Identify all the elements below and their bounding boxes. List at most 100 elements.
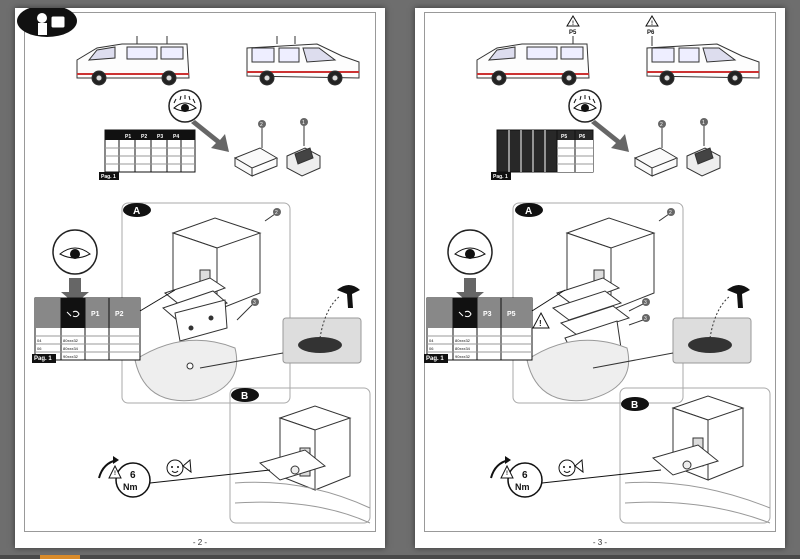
warning-marker-p5: !: [566, 15, 580, 27]
mount-bracket-assembly: [551, 217, 656, 359]
zoom-row-2-code: 06: [429, 346, 434, 351]
svg-text:!: !: [114, 471, 116, 477]
mount-bracket-assembly: [162, 217, 262, 342]
van-rear-view: [246, 36, 360, 86]
viewer-accent: [40, 555, 80, 559]
svg-text:!: !: [506, 471, 508, 477]
installer-badge-icon: [17, 8, 77, 37]
manual-page-3: ! P5 ! P6: [415, 8, 785, 548]
clamp-part-1: [686, 126, 721, 177]
svg-text:2: 2: [275, 210, 278, 216]
detail-a-label: A: [133, 206, 140, 217]
table-header-4: P4: [173, 134, 179, 140]
callout-2-marker-a: [273, 208, 281, 216]
torque-unit: Nm: [515, 482, 530, 492]
table-header-1: P1: [125, 134, 131, 140]
svg-text:2: 2: [669, 210, 672, 216]
page-number: - 3 -: [592, 538, 608, 547]
tightened-bracket: [258, 405, 352, 491]
callout-2-marker: [258, 120, 266, 128]
detail-a-label: A: [525, 206, 532, 217]
eye-icon: [168, 89, 202, 123]
table-footer: Pag. 1: [101, 174, 116, 180]
table-header-2: P2: [141, 134, 147, 140]
svg-text:3: 3: [644, 300, 647, 306]
table-header-1: P5: [561, 134, 567, 140]
viewer-bottom-strip: [0, 555, 800, 559]
detail-b-badge: [621, 397, 649, 411]
zoom-row-1-ref: 80xxx32: [63, 338, 79, 343]
zoom-header-2: P2: [115, 311, 124, 318]
torque-value: 6: [130, 470, 136, 481]
plug-cap-icon: [727, 285, 750, 308]
roof-hole-detail: [672, 285, 752, 364]
callout-2-marker: [658, 120, 666, 128]
zoom-header-1: P3: [483, 311, 492, 318]
page-frame: [424, 12, 776, 532]
arrow-icon: [191, 120, 229, 152]
warning-marker-p6: !: [645, 15, 659, 27]
zoom-row-1-ref: 80xxx32: [455, 338, 471, 343]
parts-table: [491, 129, 594, 180]
torque-wrench-icon: [98, 456, 192, 498]
roof-marker-p5: P5: [569, 30, 577, 36]
zoom-row-1-code: 04: [429, 338, 434, 343]
detail-b-label: B: [241, 391, 248, 402]
svg-text:!: !: [572, 21, 574, 27]
callout-2-label: 2: [260, 122, 263, 128]
van-rear-view: [646, 36, 760, 86]
zoom-row-3-ref: 90xxx32: [455, 354, 471, 359]
clamp-part-1: [286, 126, 321, 177]
callout-1-label: 1: [702, 120, 705, 126]
zoom-row-2-ref: 80xxx34: [455, 346, 471, 351]
page-frame: [24, 12, 376, 532]
zoom-parts-table: [32, 297, 141, 363]
table-header-2: P6: [579, 134, 585, 140]
svg-text:!: !: [539, 319, 542, 328]
roof-surface: [134, 339, 238, 402]
manual-page-2: P1 P2 P3 P4 Pag. 1 2 1 A: [15, 8, 385, 548]
arrow-icon: [591, 120, 629, 152]
roof-marker-p6: P6: [647, 30, 655, 36]
svg-text:3: 3: [644, 316, 647, 322]
eye-icon-zoom: [52, 229, 98, 275]
zoom-table-footer: Pag. 1: [34, 356, 52, 362]
zoom-row-3-ref: 90xxx32: [63, 354, 79, 359]
eye-icon: [568, 89, 602, 123]
detail-b-frame: [619, 387, 771, 524]
callout-1-label: 1: [302, 120, 305, 126]
van-side-view: [76, 36, 190, 86]
zoom-parts-table: [424, 297, 533, 363]
detail-b-frame: [229, 387, 371, 524]
callout-2-label: 2: [660, 122, 663, 128]
torque-wrench-icon: [490, 456, 584, 498]
detail-a-badge: [515, 203, 543, 217]
svg-text:3: 3: [253, 300, 256, 306]
zoom-table-footer: Pag. 1: [426, 356, 444, 362]
table-header-3: P3: [157, 134, 163, 140]
callout-3-marker: [251, 298, 259, 306]
torque-unit: Nm: [123, 482, 138, 492]
detail-a-badge: [123, 203, 151, 217]
warning-triangle-icon: !: [532, 311, 550, 329]
parts-table: [99, 129, 196, 180]
zoom-row-2-ref: 80xxx34: [63, 346, 79, 351]
tightened-bracket: [651, 395, 745, 481]
page-2-illustration: P1 P2 P3 P4 Pag. 1 2 1 A: [17, 8, 371, 524]
roof-surface: [526, 339, 630, 402]
zoom-row-2-code: 06: [37, 346, 42, 351]
torque-value: 6: [522, 470, 528, 481]
detail-b-label: B: [631, 400, 638, 411]
bracket-part-2: [233, 128, 279, 177]
zoom-row-1-code: 04: [37, 338, 42, 343]
callout-3b-marker: [642, 314, 650, 322]
bracket-part-2: [633, 128, 679, 177]
zoom-header-1: P1: [91, 311, 100, 318]
callout-1-marker: [300, 118, 308, 126]
plug-cap-icon: [337, 285, 360, 308]
roof-hole-detail: [282, 285, 362, 364]
svg-text:!: !: [651, 21, 653, 27]
detail-b-badge: [231, 388, 259, 402]
callout-1-marker: [700, 118, 708, 126]
page-3-illustration: ! P5 ! P6: [424, 15, 771, 524]
